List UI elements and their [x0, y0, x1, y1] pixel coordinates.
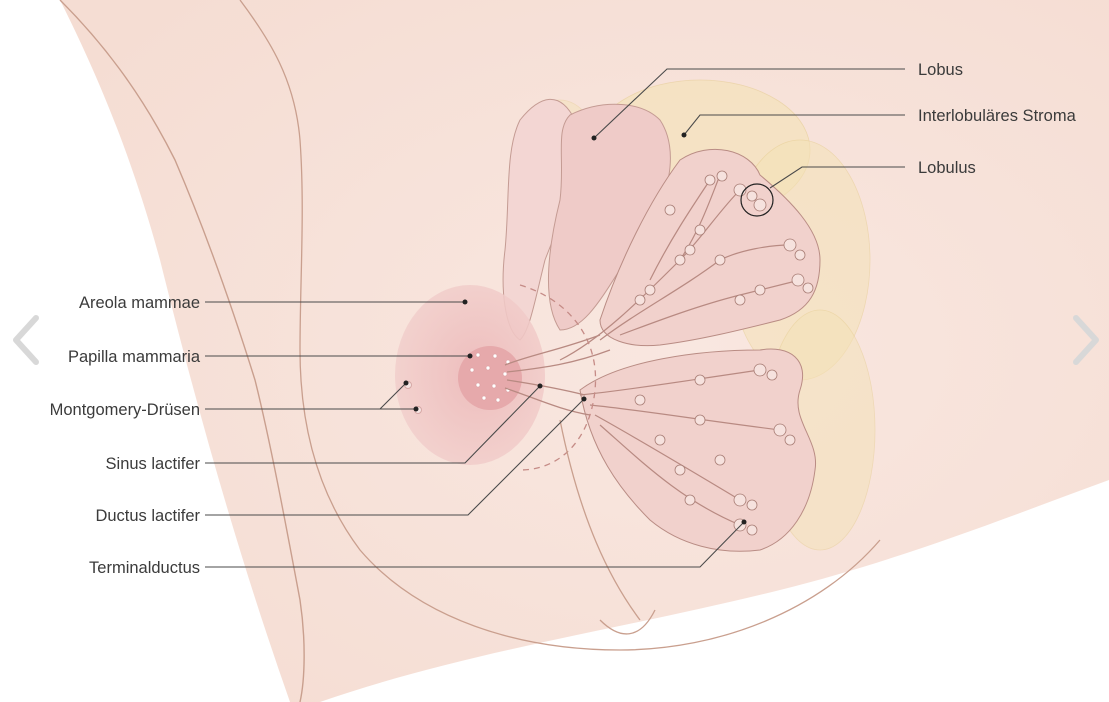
label-papilla-mammaria: Papilla mammaria	[68, 348, 201, 366]
label-lobus: Lobus	[918, 61, 963, 79]
prev-button[interactable]	[0, 305, 50, 375]
next-button[interactable]	[1059, 305, 1109, 375]
label-montgomery-druesen: Montgomery-Drüsen	[50, 401, 200, 419]
leader-dot-areola	[463, 300, 468, 305]
leader-dot-papilla	[468, 354, 473, 359]
skin-area	[60, 0, 1109, 702]
label-sinus-lactifer: Sinus lactifer	[106, 455, 201, 473]
leader-dot-lobus	[592, 136, 597, 141]
leader-dot-montgomery-2	[414, 407, 419, 412]
leader-dot-montgomery-1	[404, 381, 409, 386]
leader-dot-sinus	[538, 384, 543, 389]
label-areola-mammae: Areola mammae	[79, 294, 200, 312]
leader-dot-ductus	[582, 397, 587, 402]
leader-dot-terminalductus	[742, 520, 747, 525]
leader-dot-stroma	[682, 133, 687, 138]
label-interlobulaeres-stroma: Interlobuläres Stroma	[918, 107, 1077, 125]
label-lobulus: Lobulus	[918, 159, 976, 177]
label-ductus-lactifer: Ductus lactifer	[95, 507, 200, 525]
label-terminalductus: Terminalductus	[89, 559, 200, 577]
